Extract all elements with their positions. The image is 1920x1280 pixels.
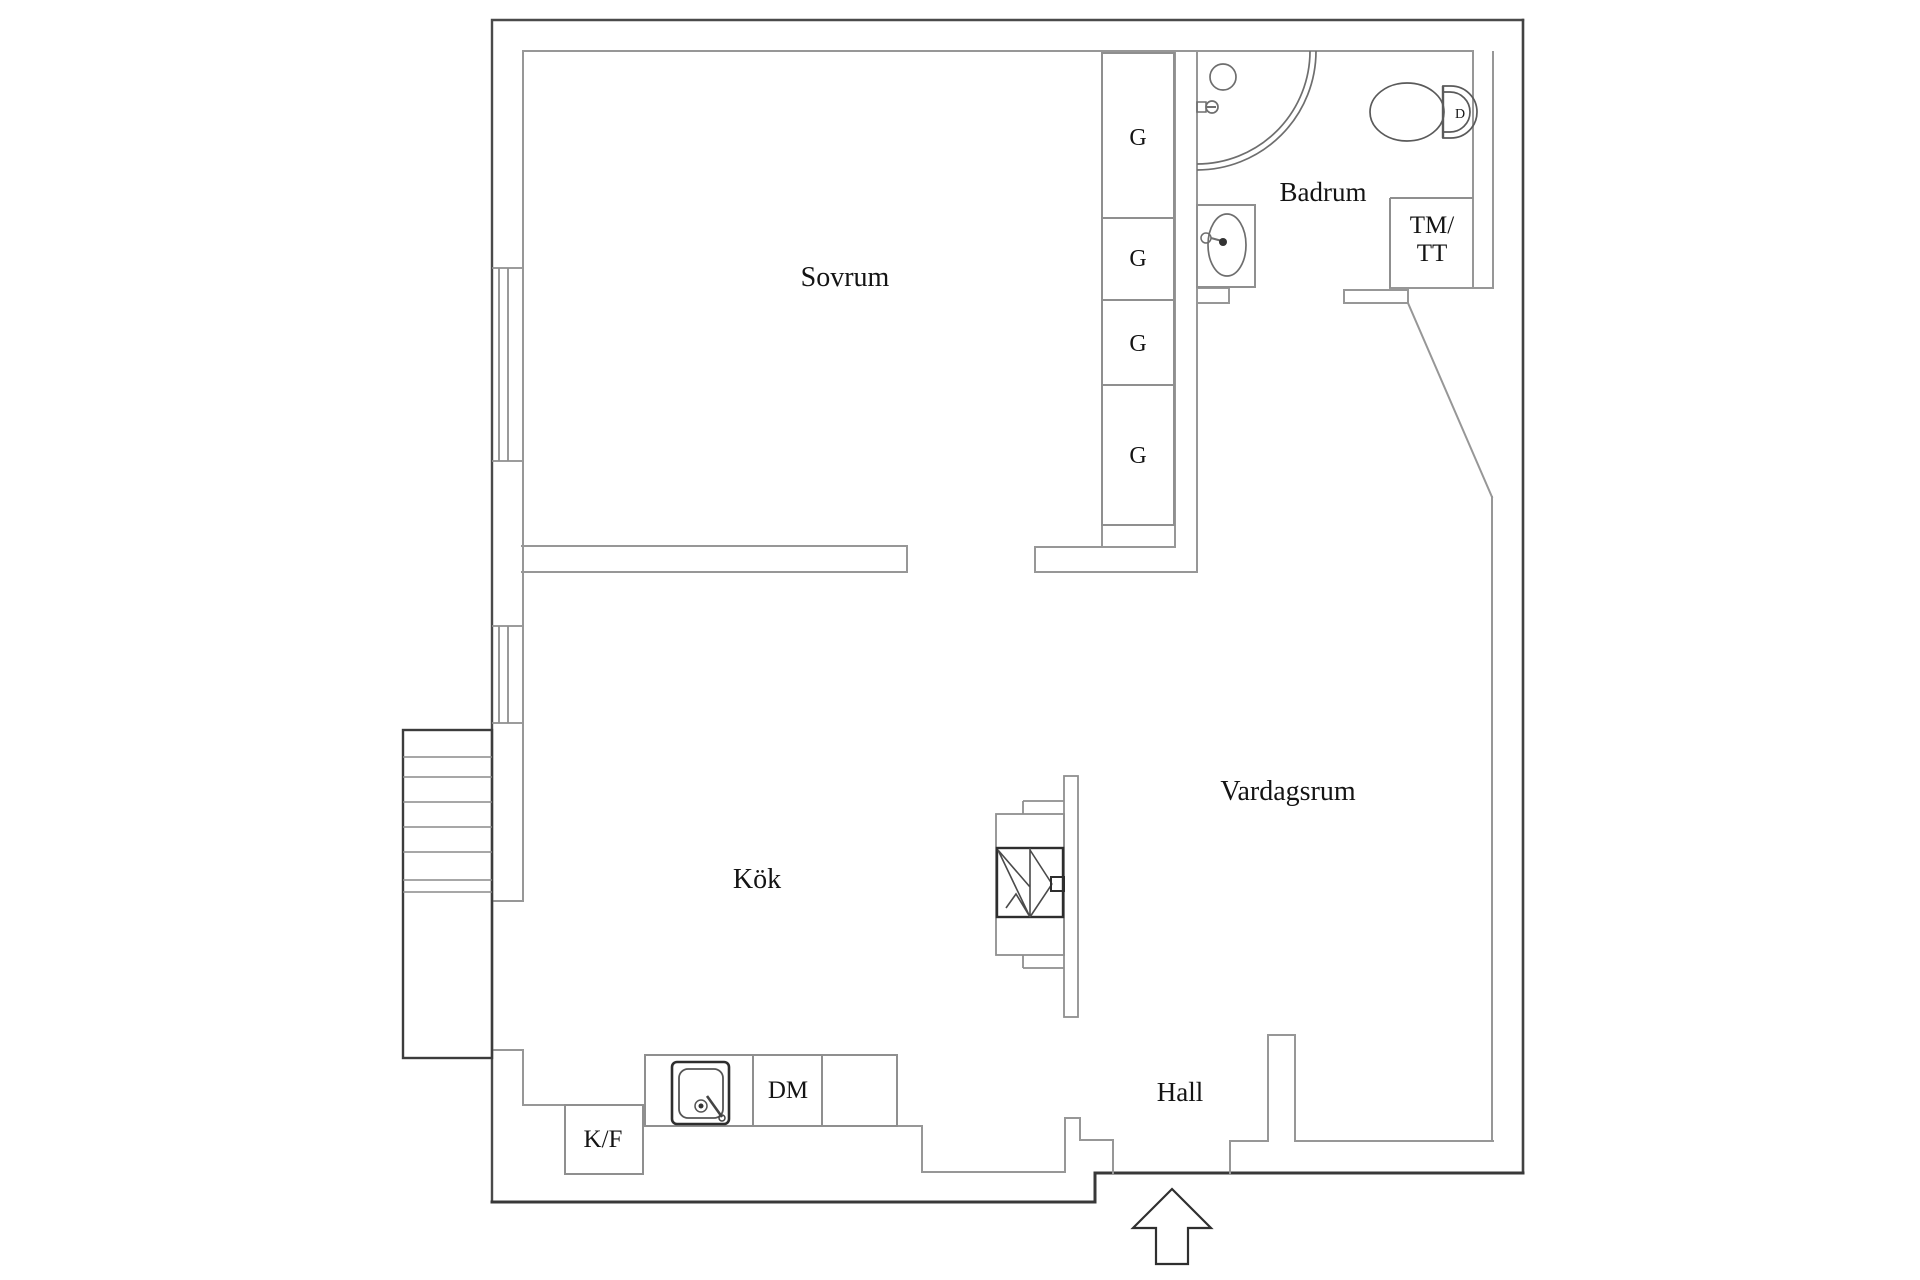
fireplace	[995, 775, 1079, 1018]
hall-label: Hall	[1157, 1077, 1204, 1107]
faucet-icon	[705, 1095, 724, 1118]
washer-dryer-label-line1: TM/	[1410, 212, 1455, 239]
toilet	[1369, 82, 1478, 142]
sink-basin-icon	[1207, 213, 1247, 277]
wardrobe-label-4: G	[1129, 443, 1146, 469]
sink-faucet-icon	[1200, 232, 1212, 244]
kitchen-label: Kök	[733, 864, 781, 895]
toilet-bowl-icon	[1369, 82, 1445, 142]
dishwasher-label: DM	[768, 1077, 808, 1104]
washer-dryer-cabinet	[1389, 197, 1473, 288]
staircase	[401, 728, 494, 1060]
exterior-walls	[490, 18, 1525, 1204]
kitchen-sink-unit	[670, 1060, 731, 1126]
shower-screen-arc	[1196, 50, 1317, 171]
shower-mixer-icon	[1196, 101, 1207, 113]
bedroom-label: Sovrum	[801, 262, 890, 293]
shower-head-icon	[1209, 63, 1237, 91]
wardrobe-label-2: G	[1129, 246, 1146, 272]
drain-icon	[694, 1099, 708, 1113]
exterior-wall-bottom	[490, 1171, 1525, 1204]
wardrobe-box	[1101, 52, 1175, 526]
living-room-label: Vardagsrum	[1220, 776, 1356, 807]
fridge-freezer-label: K/F	[584, 1126, 623, 1153]
wardrobe-label-3: G	[1129, 331, 1146, 357]
fridge-freezer-cabinet	[564, 1104, 644, 1175]
interior-walls	[491, 50, 1494, 1174]
diagonal-wall	[1406, 301, 1494, 1142]
wardrobe-column	[1101, 52, 1175, 526]
kitchen-window	[492, 625, 522, 724]
bedroom-window	[492, 267, 522, 462]
fireplace-wall-stub	[1063, 775, 1079, 1018]
hall-pillar	[1267, 1034, 1296, 1142]
stair-treads	[403, 756, 492, 893]
wardrobe-label-1: G	[1129, 125, 1146, 151]
shower	[1196, 50, 1317, 171]
bathroom-label: Badrum	[1280, 177, 1367, 207]
kitchen-counter	[644, 1054, 898, 1127]
counter-dividers	[752, 1055, 823, 1126]
wardrobe-dividers	[1102, 217, 1174, 386]
exterior-wall-left-top	[490, 18, 1525, 1204]
bathroom-sink	[1196, 204, 1256, 288]
washer-dryer-label-line2: TT	[1417, 240, 1448, 267]
entry-left-jamb	[1064, 1117, 1114, 1174]
kitchen-sink	[670, 1060, 731, 1126]
labels: Sovrum Badrum Kök Vardagsrum Hall G G G …	[584, 107, 1466, 1153]
toilet-tank-icon	[1442, 85, 1478, 139]
toilet-flush-button-label: D	[1455, 107, 1465, 122]
hall-walls	[1064, 1034, 1296, 1174]
entry-arrow-icon	[1130, 1187, 1214, 1266]
